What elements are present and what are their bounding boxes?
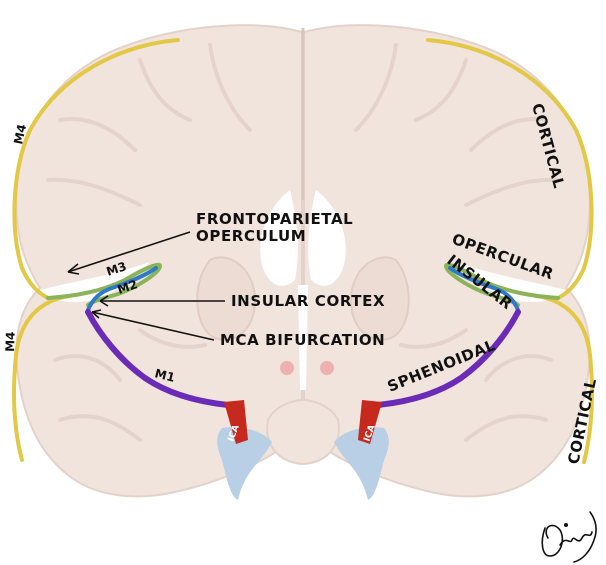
right-m1-vessel [375,309,521,408]
left-csf-region [217,427,272,500]
right-ventricle [308,190,346,286]
artist-signature [541,511,597,563]
sulci-right [354,43,560,442]
left-m4-lower-vessel [12,294,72,462]
third-ventricle [298,285,308,390]
pointer-lines [67,231,225,341]
right-m4-upper-vessel [426,38,594,300]
operculum-label: OPERCULUM [196,227,306,245]
sulci-left [46,43,252,442]
insular-cortex-arrowhead [99,295,109,307]
m1-label: M1 [153,366,176,384]
left-mammillary-body [280,361,294,375]
m3-label: M3 [105,259,129,279]
left-m2-vessel [86,266,158,312]
frontoparietal-pointer [67,231,191,273]
m2-label: M2 [116,277,140,297]
m4-lower-label: M4 [3,331,18,352]
ica-vessels: ICA ICA [224,400,382,444]
mca-bifurcation-label: MCA BIFURCATION [220,331,385,349]
mca-bifurcation-arrowhead [91,309,102,319]
left-m1-vessel [85,309,231,408]
arteries [12,38,594,464]
left-m3-vessel [46,262,163,307]
brain-body [15,24,591,500]
right-m2-vessel [448,266,520,312]
left-ica [224,400,248,444]
right-m4-lower-vessel [534,294,594,464]
frontoparietal-arrowhead [67,263,80,275]
left-sylvian-gap [40,262,150,303]
right-sylvian-gap [456,262,566,303]
mca-bifurcation-pointer [91,311,215,341]
frontoparietal-label: FRONTOPARIETAL [196,210,353,228]
insular-cortex-label: INSULAR CORTEX [231,292,385,310]
m4-upper-label: M4 [11,123,29,146]
left-m4-upper-vessel [12,38,180,300]
pons [266,398,340,466]
right-m3-vessel [443,262,560,307]
right-csf-region [334,427,389,500]
right-deep-nucleus [349,256,410,341]
right-mammillary-body [320,361,334,375]
right-ica [358,400,382,444]
left-labels: FRONTOPARIETAL OPERCULUM INSULAR CORTEX … [3,123,385,385]
left-deep-nucleus [196,256,257,341]
left-ventricle [260,190,298,286]
